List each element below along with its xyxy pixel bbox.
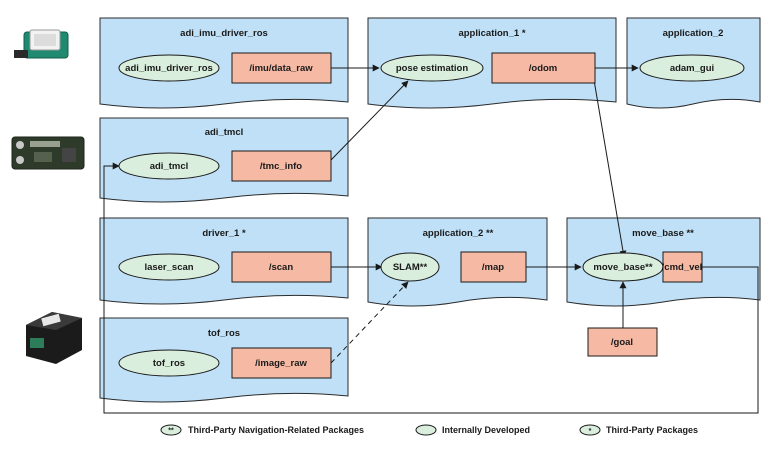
topic-label: /scan xyxy=(269,262,293,273)
legend-item-navigation: ** Third-Party Navigation-Related Packag… xyxy=(160,424,364,436)
legend-item-internal: Internally Developed xyxy=(415,424,530,436)
package-title: application_1 * xyxy=(458,28,525,39)
tof-camera-image xyxy=(26,312,82,364)
node-adi-tmcl[interactable]: adi_tmcl xyxy=(118,152,220,180)
node-label: pose estimation xyxy=(396,63,469,74)
package-title: driver_1 * xyxy=(202,228,246,239)
node-adam-gui[interactable]: adam_gui xyxy=(639,54,745,82)
topic-label: /odom xyxy=(529,63,558,74)
edge-odom-to-move-base xyxy=(593,79,627,258)
node-label: adi_tmcl xyxy=(150,161,189,172)
topic-label: /cmd_vel xyxy=(662,262,703,273)
package-application-2-nav: application_2 ** xyxy=(367,217,548,307)
package-title: adi_imu_driver_ros xyxy=(180,28,268,39)
topic-cmd-vel[interactable]: /cmd_vel xyxy=(662,251,703,283)
legend-mark: ** xyxy=(168,428,174,435)
topic-label: /tmc_info xyxy=(260,161,302,172)
topic-label: /image_raw xyxy=(255,358,307,369)
node-tof-ros[interactable]: tof_ros xyxy=(118,349,220,377)
topic-image-raw[interactable]: /image_raw xyxy=(231,347,332,379)
legend-label: Third-Party Navigation-Related Packages xyxy=(188,425,364,435)
topic-imu-data-raw[interactable]: /imu/data_raw xyxy=(231,52,332,84)
node-label: laser_scan xyxy=(144,262,193,273)
legend-item-third-party: * Third-Party Packages xyxy=(579,424,698,436)
topic-scan[interactable]: /scan xyxy=(231,251,332,283)
node-adi-imu-driver-ros[interactable]: adi_imu_driver_ros xyxy=(118,54,220,82)
topic-label: /imu/data_raw xyxy=(249,63,313,74)
node-label: adi_imu_driver_ros xyxy=(125,63,213,74)
topic-odom[interactable]: /odom xyxy=(491,52,596,84)
package-adi-imu-driver-ros: adi_imu_driver_ros xyxy=(99,17,349,109)
node-label: move_base** xyxy=(593,262,652,273)
node-pose-estimation[interactable]: pose estimation xyxy=(380,54,484,82)
motor-controller-board-image xyxy=(11,136,85,170)
legend-label: Third-Party Packages xyxy=(606,425,698,435)
topic-goal[interactable]: /goal xyxy=(587,327,658,357)
package-title: tof_ros xyxy=(208,328,240,339)
package-tof-ros: tof_ros xyxy=(99,317,349,403)
legend-mark: * xyxy=(589,428,592,435)
package-title: move_base ** xyxy=(632,228,694,239)
edges xyxy=(103,64,759,414)
topic-label: /goal xyxy=(611,337,633,348)
legend: ** Third-Party Navigation-Related Packag… xyxy=(160,424,698,436)
package-title: application_2 ** xyxy=(423,228,494,239)
imu-board-image xyxy=(14,29,69,59)
legend-label: Internally Developed xyxy=(442,425,530,435)
edge-tmc-to-pose xyxy=(330,80,409,161)
package-title: adi_tmcl xyxy=(205,127,244,138)
topic-label: /map xyxy=(482,262,504,273)
node-label: tof_ros xyxy=(153,358,185,369)
topic-tmc-info[interactable]: /tmc_info xyxy=(231,150,332,182)
node-label: SLAM** xyxy=(393,262,428,273)
node-laser-scan[interactable]: laser_scan xyxy=(118,253,220,281)
node-slam[interactable]: SLAM** xyxy=(380,252,440,282)
node-move-base[interactable]: move_base** xyxy=(582,252,664,282)
package-title: application_2 xyxy=(663,28,724,39)
topic-map[interactable]: /map xyxy=(460,251,527,283)
node-label: adam_gui xyxy=(670,63,714,74)
edge-cmd-vel-to-tmcl xyxy=(103,162,759,414)
edge-image-to-slam xyxy=(330,281,409,364)
